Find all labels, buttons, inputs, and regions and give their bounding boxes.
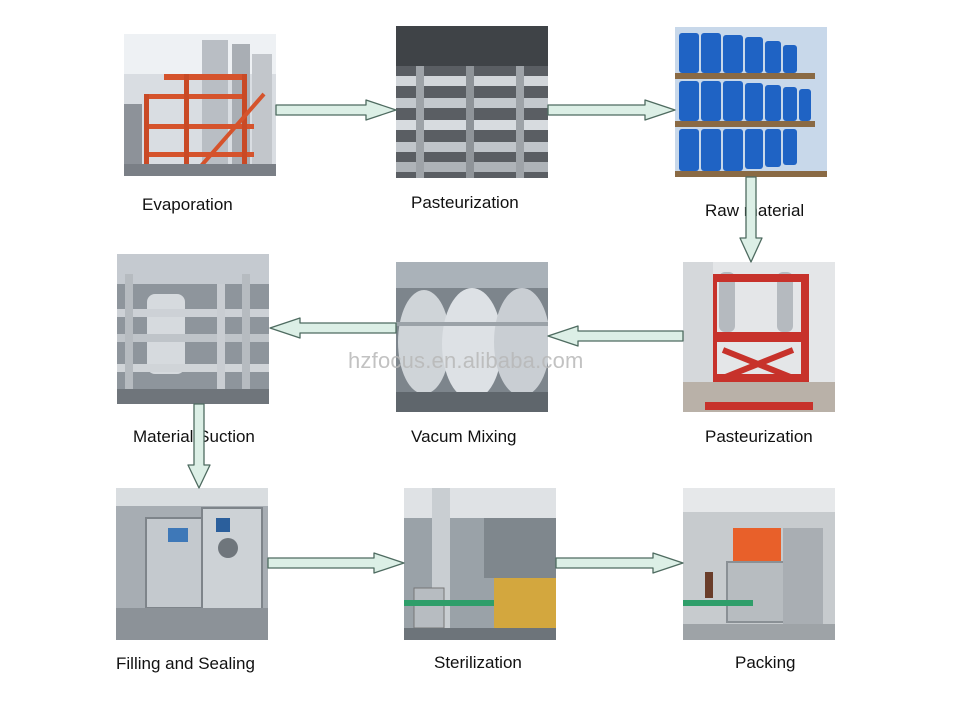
arrow-pasteurization-to-vacum-mixing: [547, 325, 684, 347]
step-label-sterilization: Sterilization: [434, 653, 522, 672]
arrow-raw-material-to-pasteurization: [739, 176, 763, 263]
material-suction-photo: [117, 254, 269, 404]
packing-photo: [683, 488, 835, 640]
sterilization-photo: [404, 488, 556, 640]
arrow-material-suction-to-filling: [187, 403, 211, 489]
pasteurization-1-photo: [396, 26, 548, 178]
evaporation-photo: [124, 34, 276, 176]
step-label-filling-sealing: Filling and Sealing: [116, 654, 255, 673]
arrow-sterilization-to-packing: [555, 552, 684, 574]
step-label-evaporation: Evaporation: [142, 195, 233, 214]
step-label-pasteurization-1: Pasteurization: [411, 193, 519, 212]
filling-sealing-photo: [116, 488, 268, 640]
arrow-evaporation-to-pasteurization: [275, 99, 397, 121]
watermark: hzfocus.en.alibaba.com: [348, 348, 584, 373]
step-label-vacum-mixing: Vacum Mixing: [411, 427, 517, 446]
step-label-packing: Packing: [735, 653, 796, 672]
arrow-filling-to-sterilization: [267, 552, 405, 574]
step-label-pasteurization-2: Pasteurization: [705, 427, 813, 446]
arrow-vacum-mixing-to-material-suction: [269, 317, 397, 339]
arrow-pasteurization-to-raw-material: [547, 99, 676, 121]
raw-material-photo: [675, 27, 827, 177]
vacum-mixing-photo: [396, 262, 548, 412]
pasteurization-2-photo: [683, 262, 835, 412]
